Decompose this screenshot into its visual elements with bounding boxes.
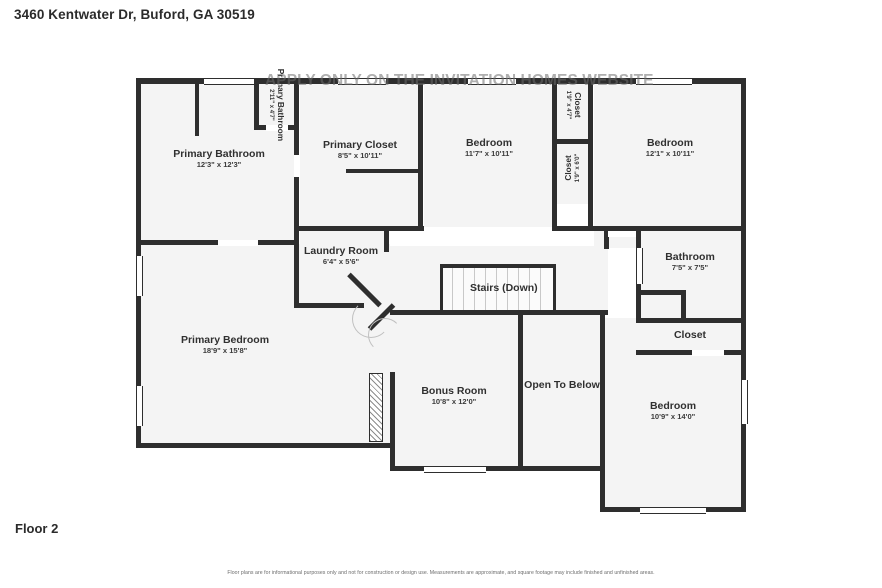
window-top-primary-bathroom — [204, 78, 254, 85]
window-top-bedroom-center — [468, 78, 516, 85]
room-fill-bedroom-top-right — [594, 82, 742, 227]
door-opening-primary-bedroom-hall — [218, 240, 258, 246]
door-opening-wc — [266, 125, 288, 131]
window-left-primary-bedroom-upper — [136, 256, 143, 296]
wall-closet-divider-right — [588, 82, 593, 230]
room-fill-bonus-room — [390, 312, 520, 470]
wall-bonus-room-bottom — [390, 466, 605, 471]
room-fill-bathroom-right — [640, 246, 742, 318]
wall-exterior-top — [136, 78, 746, 84]
wall-closet-right-bottom — [636, 350, 746, 355]
wall-closet-divider-horizontal — [552, 139, 593, 144]
wall-primary-bathroom-bottom — [136, 240, 299, 245]
wall-bathroom-right-stub-h — [640, 290, 686, 295]
wall-wc-right — [294, 82, 299, 130]
footer-disclaimer: Floor plans are for informational purpos… — [227, 570, 655, 576]
wall-open-to-below-bottom-right — [600, 312, 605, 512]
window-top-primary-closet — [338, 78, 386, 85]
page-title: 3460 Kentwater Dr, Buford, GA 30519 — [14, 7, 255, 22]
wall-exterior-right — [741, 78, 746, 512]
room-fill-primary-bathroom-wc — [258, 82, 296, 130]
stairs-label: Stairs (Down) — [470, 282, 538, 294]
wall-stairs-left — [440, 264, 443, 310]
wall-closet-right-top — [636, 318, 746, 323]
closet-shelf-hatch — [369, 373, 383, 442]
room-fill-bedroom-bottom-right — [604, 318, 742, 508]
wall-hall-stub-right — [604, 231, 609, 249]
room-fill-bedroom-top-center — [424, 82, 554, 227]
wall-exterior-left-upper — [136, 78, 141, 246]
door-opening-bathroom-hall — [608, 231, 636, 237]
door-swing-primary-bedroom — [368, 318, 402, 352]
wall-hallway-bottom — [390, 310, 608, 315]
window-top-bedroom-right — [636, 78, 692, 85]
wall-primary-bathroom-partition — [195, 82, 199, 136]
window-left-primary-bedroom-lower — [136, 386, 143, 426]
window-bottom-bedroom-right — [640, 507, 706, 514]
wall-wc-left — [254, 82, 259, 130]
wall-laundry-bottom — [294, 303, 364, 308]
wall-laundry-right-upper — [384, 226, 389, 252]
wall-bathroom-right-stub-v — [681, 290, 686, 322]
room-fill-closet-bottom — [556, 144, 590, 204]
wall-laundry-left — [294, 226, 299, 308]
door-opening-closet-right — [692, 350, 724, 356]
wall-bedroom-top-center-right — [552, 82, 557, 230]
window-right-bedroom-bottom — [741, 380, 748, 424]
door-opening-primary-bathroom — [294, 155, 300, 177]
window-right-bathroom — [636, 248, 643, 284]
wall-primary-closet-right — [418, 82, 423, 230]
wall-bonus-room-left — [390, 372, 395, 470]
wall-primary-closet-shelf — [346, 169, 420, 173]
floor-label: Floor 2 — [15, 521, 59, 536]
room-fill-open-to-below — [522, 314, 602, 470]
wall-primary-bathroom-right — [294, 126, 299, 248]
wall-laundry-top — [294, 226, 389, 231]
room-fill-primary-closet — [300, 82, 420, 227]
wall-exterior-bottom-primary-bedroom — [136, 443, 394, 448]
window-bottom-bonus-room — [424, 466, 486, 473]
stairs-area — [442, 266, 554, 310]
wall-open-to-below-left — [518, 312, 523, 470]
wall-bedroom-top-right-bottom — [552, 226, 746, 231]
room-fill-closet-top — [556, 82, 590, 140]
wall-stairs-top — [440, 264, 556, 268]
wall-exterior-left-lower — [136, 240, 141, 448]
wall-stairs-right — [553, 264, 556, 310]
